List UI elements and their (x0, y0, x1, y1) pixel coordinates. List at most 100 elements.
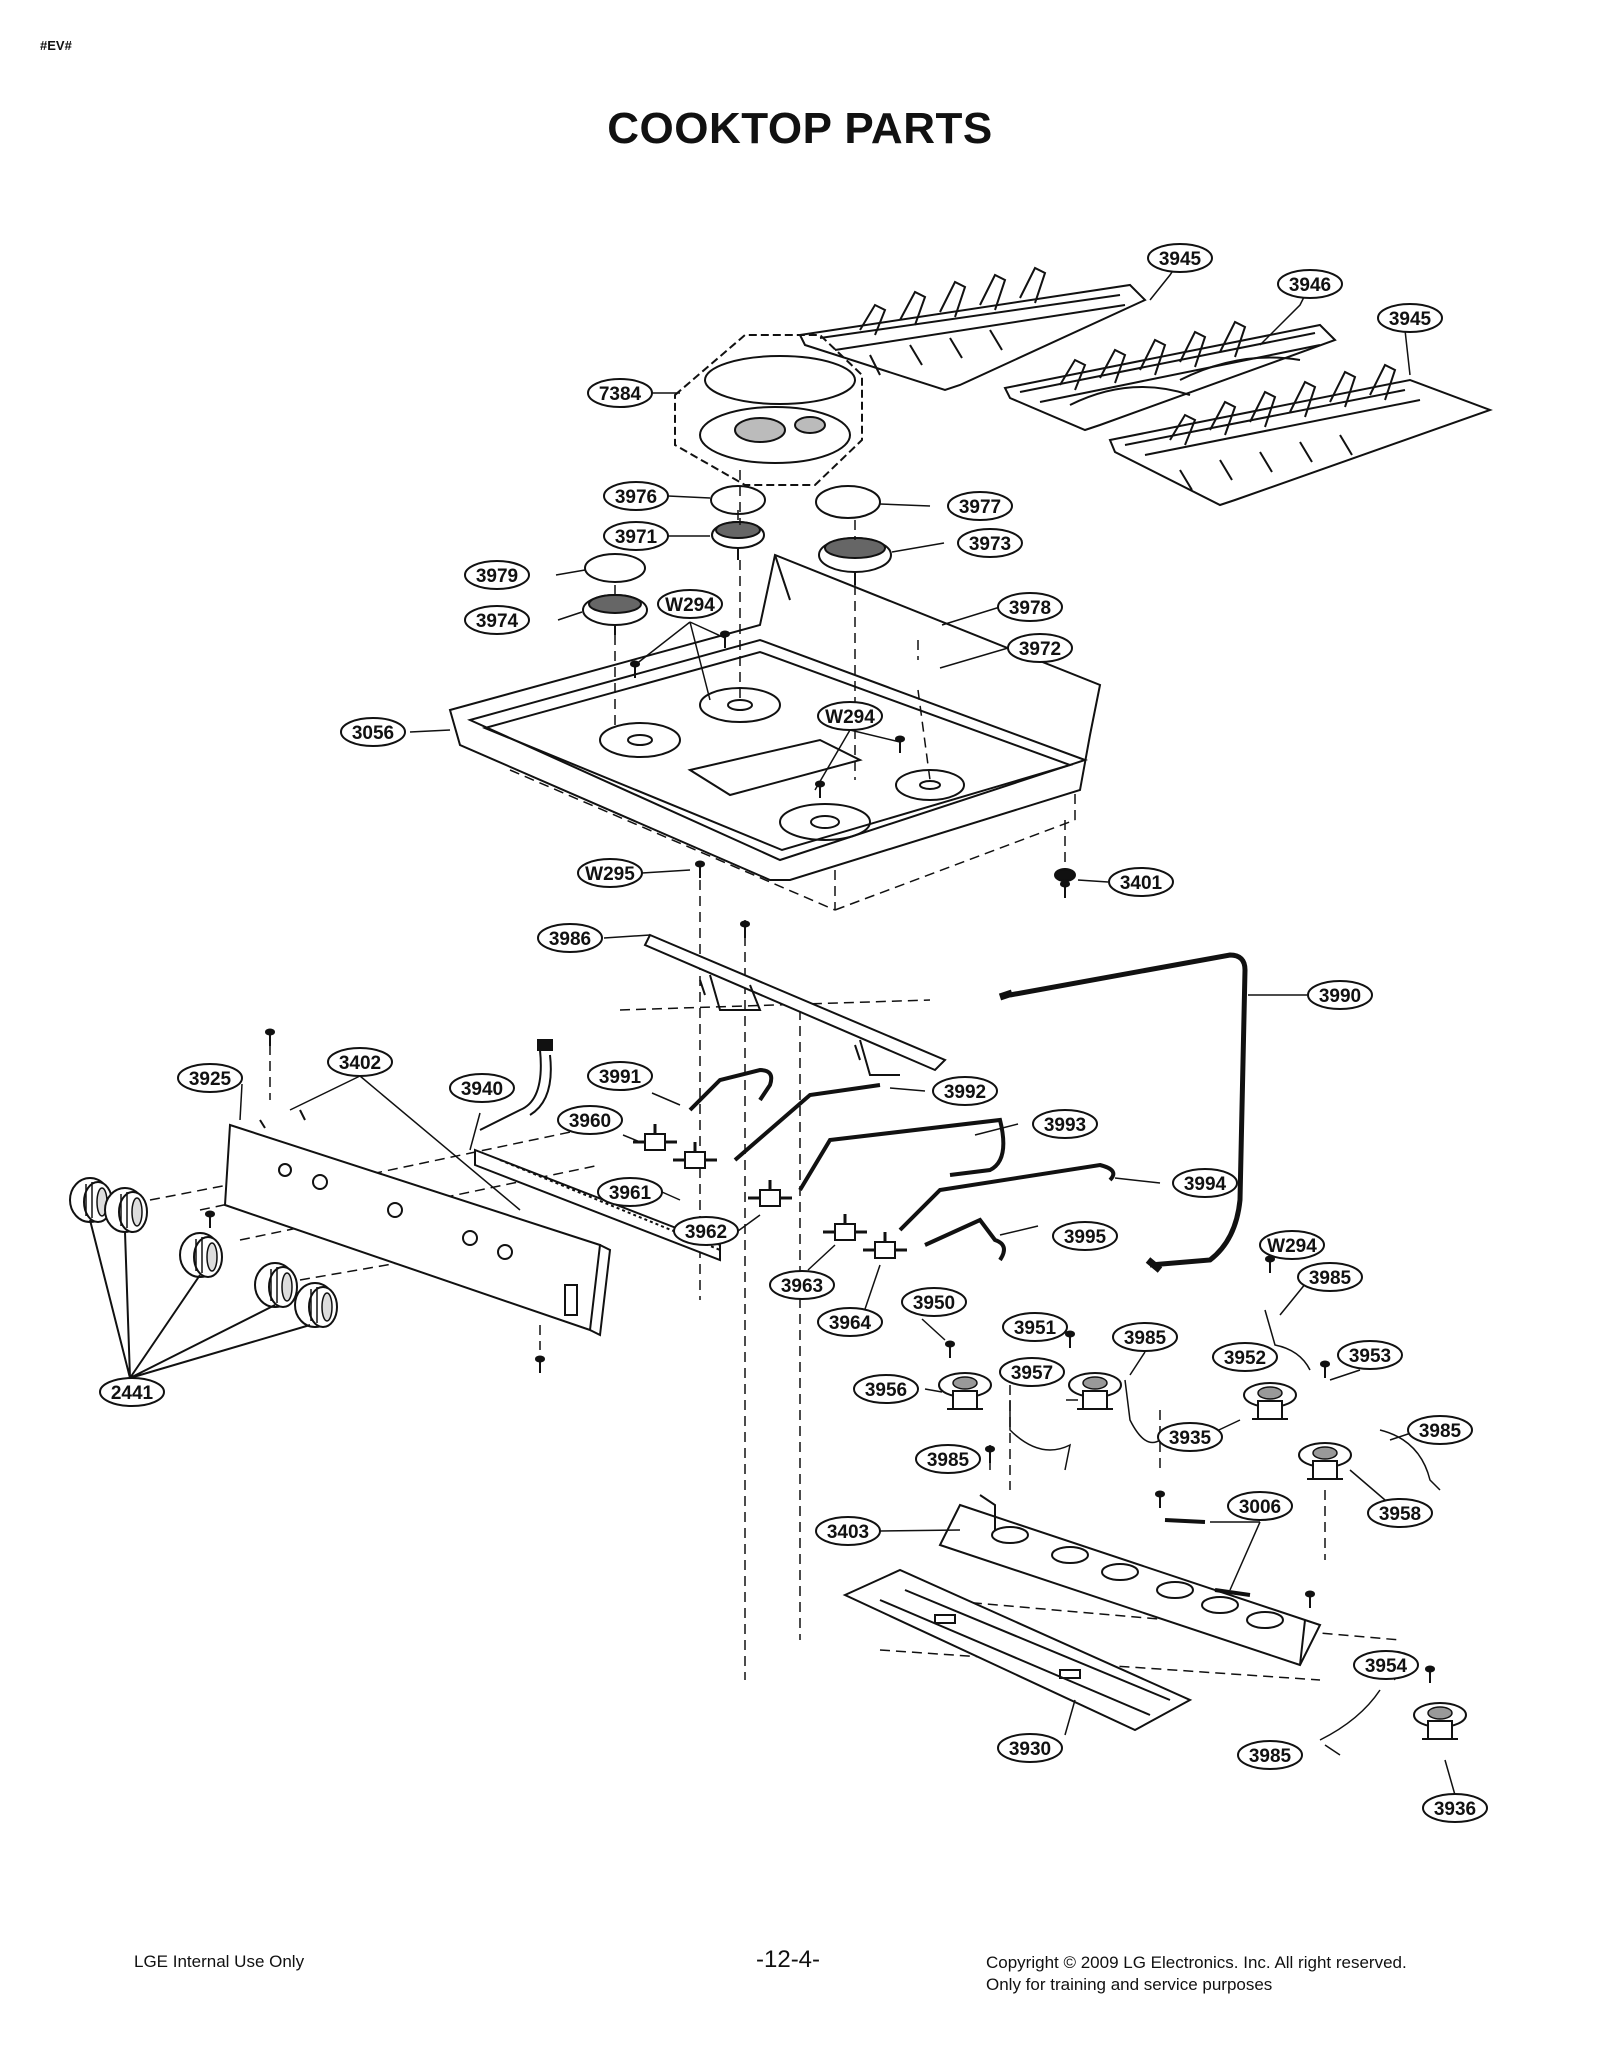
callouts: 3945 3946 3945 7384 3976 3977 3971 3973 … (99, 243, 1488, 1823)
copyright-text: Copyright © 2009 LG Electronics. Inc. Al… (986, 1953, 1407, 1972)
screw (1305, 1590, 1315, 1609)
callout-3940: 3940 (449, 1073, 515, 1103)
callout-3963: 3963 (769, 1270, 835, 1300)
gas-tube-3991 (688, 1067, 774, 1112)
callout-3991: 3991 (587, 1061, 653, 1091)
callout-3977: 3977 (947, 491, 1013, 521)
svg-text:3985: 3985 (927, 1450, 970, 1471)
svg-text:3963: 3963 (781, 1276, 823, 1297)
svg-text:3985: 3985 (1124, 1328, 1167, 1349)
document-tag: #EV# (40, 38, 72, 53)
burner-base-3935 (1243, 1382, 1297, 1420)
gas-valve (631, 1122, 679, 1152)
svg-text:3962: 3962 (685, 1222, 727, 1243)
callout-3402: 3402 (327, 1047, 393, 1077)
svg-text:3954: 3954 (1365, 1656, 1408, 1677)
control-knob (179, 1232, 223, 1278)
svg-text:3972: 3972 (1019, 639, 1061, 660)
svg-text:W294: W294 (665, 595, 715, 616)
callout-w294-b: W294 (817, 701, 883, 731)
callout-3993: 3993 (1032, 1109, 1098, 1139)
callout-3992: 3992 (932, 1076, 998, 1106)
gas-valve (861, 1230, 909, 1260)
screw (1065, 1330, 1075, 1349)
svg-text:3402: 3402 (339, 1053, 381, 1074)
burner-base-3936 (1413, 1702, 1467, 1740)
svg-text:3991: 3991 (599, 1067, 642, 1088)
callout-3985-e: 3985 (1237, 1740, 1303, 1770)
training-note: Only for training and service purposes (986, 1975, 1273, 1994)
svg-text:3976: 3976 (615, 487, 657, 508)
internal-use-note: LGE Internal Use Only (134, 1952, 305, 1971)
burner-base-3956 (938, 1372, 992, 1410)
callout-3978: 3978 (997, 592, 1063, 622)
callout-3935: 3935 (1157, 1422, 1223, 1452)
front-bracket-3986 (643, 933, 947, 1076)
svg-text:3953: 3953 (1349, 1346, 1391, 1367)
gas-pipe-3990 (1009, 952, 1248, 1268)
callout-3945-a: 3945 (1147, 243, 1213, 273)
burner-cap-3976 (710, 485, 766, 515)
burner-cap-3977 (815, 485, 881, 519)
callout-3974: 3974 (464, 605, 530, 635)
svg-text:3006: 3006 (1239, 1497, 1281, 1518)
callout-3946: 3946 (1277, 269, 1343, 299)
svg-text:3950: 3950 (913, 1293, 955, 1314)
svg-text:3945: 3945 (1389, 309, 1432, 330)
callout-3961: 3961 (597, 1177, 663, 1207)
svg-text:3961: 3961 (609, 1183, 652, 1204)
griddle-assembly-outline (674, 334, 863, 486)
gas-valve (821, 1212, 869, 1242)
rail-3006 (1164, 1518, 1251, 1597)
manifold-rail (474, 1148, 721, 1262)
callout-3994: 3994 (1172, 1168, 1238, 1198)
screw (1425, 1665, 1435, 1684)
control-panel-3925 (223, 1109, 612, 1337)
burner-head-3973 (818, 537, 892, 585)
callout-w295: W295 (577, 858, 643, 888)
bottom-plate-3930 (842, 1568, 1193, 1732)
screw-w294 (1265, 1255, 1275, 1274)
callout-3956: 3956 (853, 1374, 919, 1404)
svg-text:3960: 3960 (569, 1111, 611, 1132)
callout-w294-c: W294 (1259, 1230, 1325, 1260)
svg-text:3985: 3985 (1419, 1421, 1462, 1442)
burner-bracket-3403 (938, 1494, 1322, 1667)
callout-3953: 3953 (1337, 1340, 1403, 1370)
control-knob (294, 1282, 338, 1328)
screw (945, 1340, 955, 1359)
callout-3936: 3936 (1422, 1793, 1488, 1823)
callout-3964: 3964 (817, 1307, 883, 1337)
svg-text:3985: 3985 (1249, 1746, 1292, 1767)
svg-text:3993: 3993 (1044, 1115, 1086, 1136)
svg-text:3992: 3992 (944, 1082, 986, 1103)
svg-text:3930: 3930 (1009, 1739, 1051, 1760)
svg-text:3925: 3925 (189, 1069, 232, 1090)
screw (1155, 1490, 1165, 1509)
svg-text:3986: 3986 (549, 929, 591, 950)
svg-text:W294: W294 (1267, 1236, 1317, 1257)
burner-base-3957 (1068, 1372, 1122, 1410)
svg-text:3995: 3995 (1064, 1227, 1107, 1248)
callout-2441: 2441 (99, 1377, 165, 1407)
callout-7384: 7384 (587, 378, 653, 408)
callout-3985-b: 3985 (1112, 1322, 1178, 1352)
svg-text:3951: 3951 (1014, 1318, 1057, 1339)
screw-w295 (695, 860, 705, 879)
svg-text:3957: 3957 (1011, 1363, 1053, 1384)
gas-tube-3992 (733, 1083, 881, 1162)
svg-text:3956: 3956 (865, 1380, 907, 1401)
callout-3976: 3976 (603, 481, 669, 511)
callout-3995: 3995 (1052, 1221, 1118, 1251)
svg-text:2441: 2441 (111, 1383, 154, 1404)
svg-text:W295: W295 (585, 864, 635, 885)
svg-text:3974: 3974 (476, 611, 519, 632)
callout-3403: 3403 (815, 1516, 881, 1546)
gas-tube-3993 (798, 1117, 1006, 1192)
callout-3951: 3951 (1002, 1312, 1068, 1342)
callout-3985-a: 3985 (1297, 1262, 1363, 1292)
callout-3006: 3006 (1227, 1491, 1293, 1521)
callout-3954: 3954 (1353, 1650, 1419, 1680)
copyright-block: Copyright © 2009 LG Electronics. Inc. Al… (986, 1952, 1407, 1996)
svg-text:W294: W294 (825, 707, 875, 728)
